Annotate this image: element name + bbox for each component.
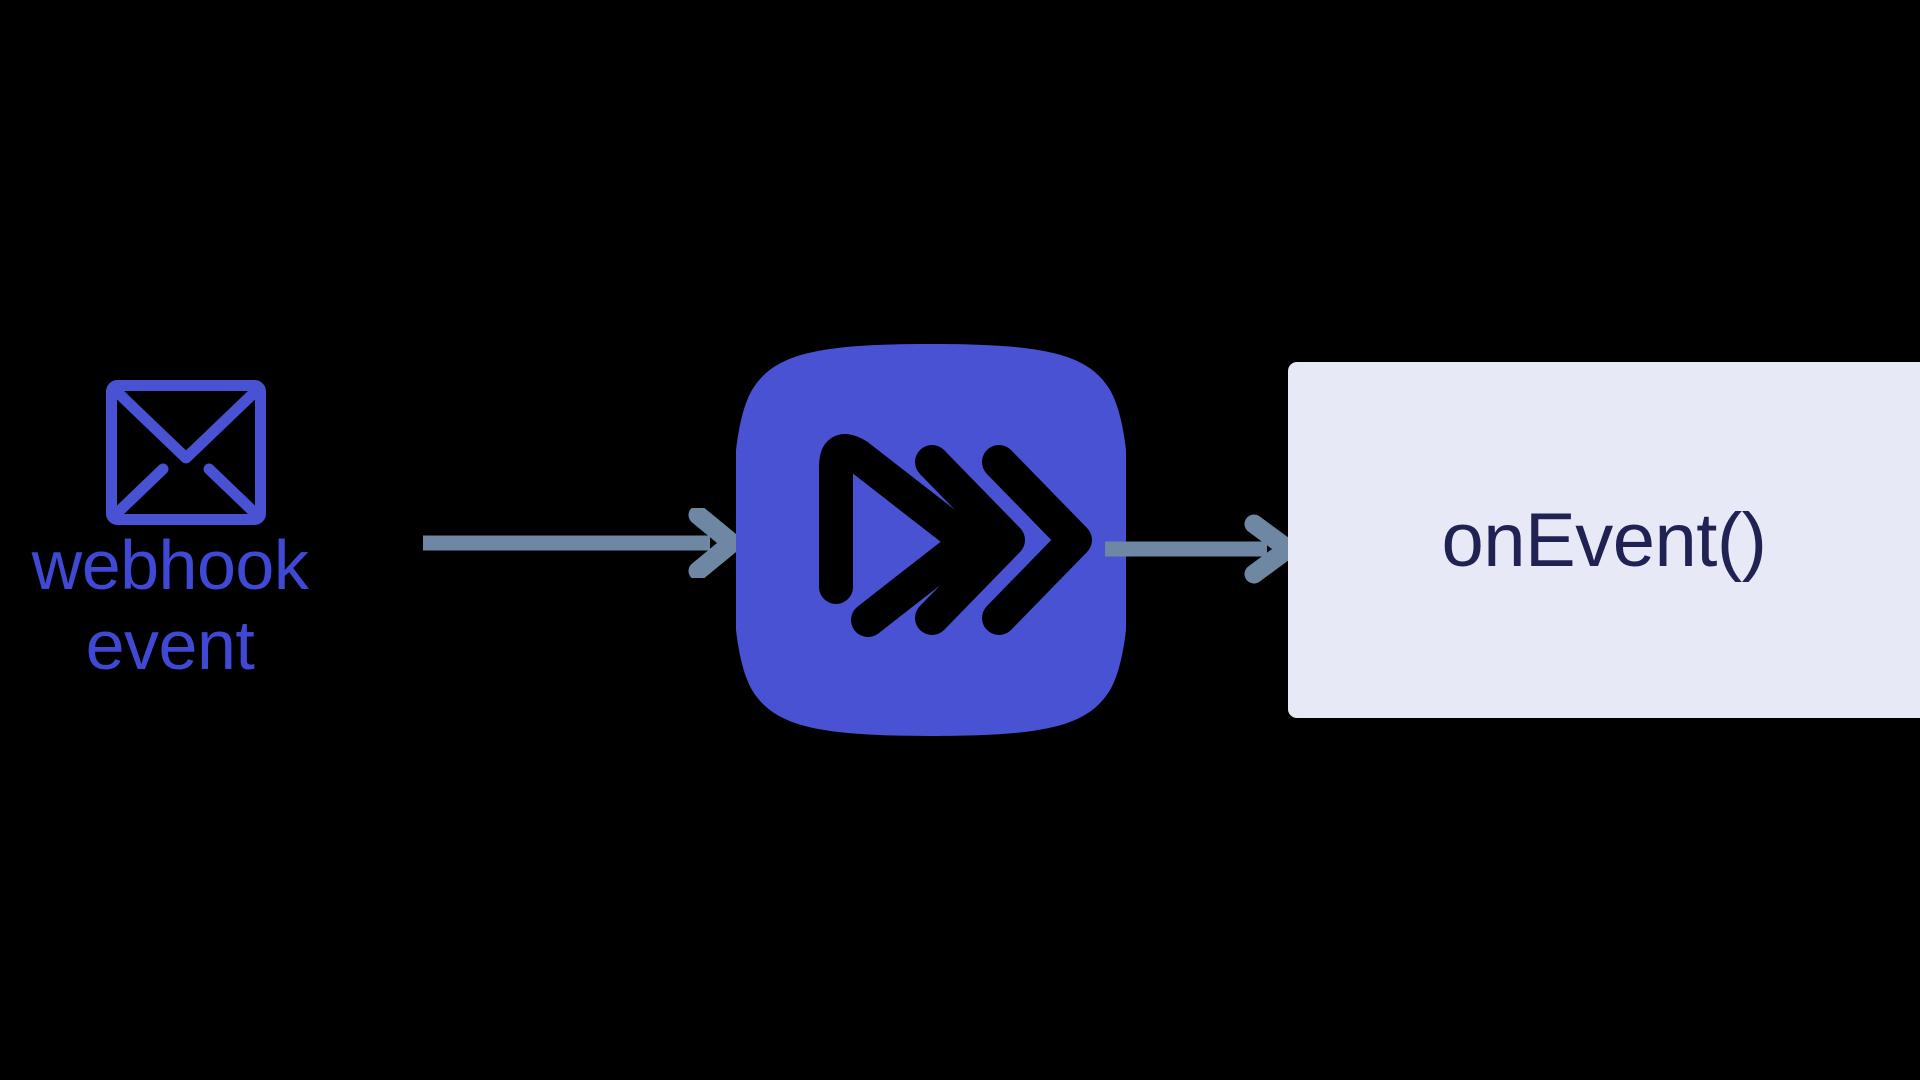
service-logo-node	[732, 342, 1130, 738]
arrow-webhook-to-service	[420, 505, 742, 581]
event-handler-label: onEvent()	[1441, 497, 1768, 583]
webhook-event-label: webhook event	[31, 526, 309, 684]
chevron-forward-logo-icon	[732, 344, 1130, 736]
arrow-service-to-handler	[1102, 514, 1298, 584]
webhook-source-node: webhook event	[0, 370, 340, 700]
event-handler-box: onEvent()	[1288, 362, 1920, 718]
envelope-icon	[106, 380, 266, 525]
